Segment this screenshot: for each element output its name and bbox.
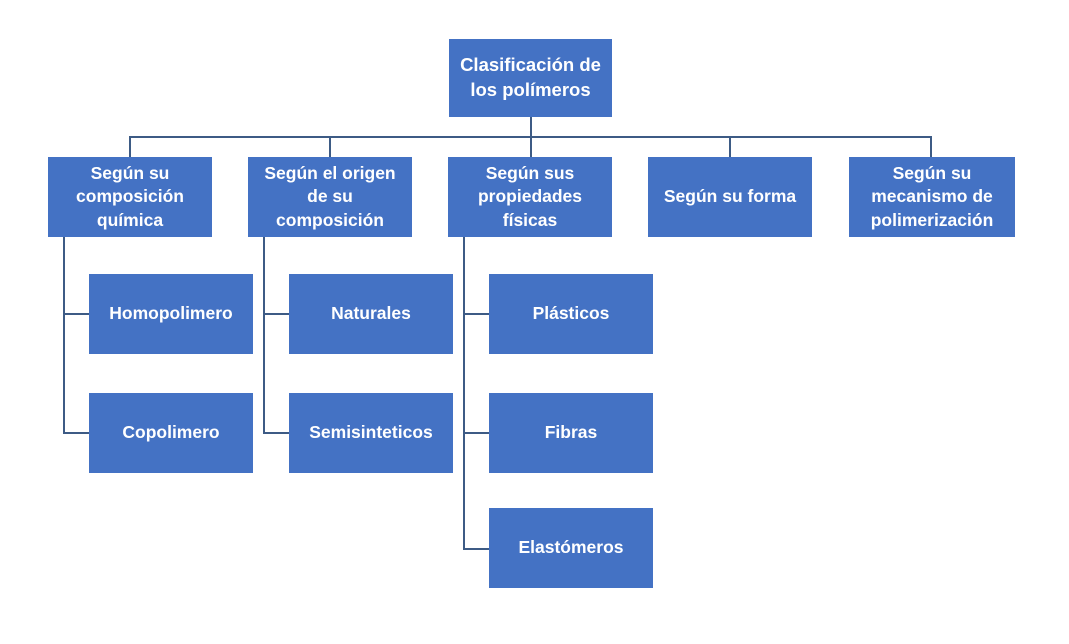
node-copolimero: Copolimero [89,393,253,473]
node-mecanismo-polimerizacion: Según su mecanismo de polimerización [849,157,1015,237]
connector-stub-fibras [463,432,489,434]
connector-stub-elastomeros [463,548,489,550]
connector-trunk-group-1 [63,237,65,433]
connector-drop-branch-1 [129,137,131,157]
connector-stub-semisinteticos [263,432,289,434]
node-fibras: Fibras [489,393,653,473]
node-root-clasificacion: Clasificación de los polímeros [449,39,612,117]
node-propiedades-fisicas: Según sus propiedades físicas [448,157,612,237]
node-origen-composicion: Según el origen de su composición [248,157,412,237]
connector-top-horizontal [129,136,932,138]
node-plasticos: Plásticos [489,274,653,354]
connector-drop-branch-5 [930,137,932,157]
connector-stub-copolimero [63,432,89,434]
connector-trunk-group-2 [263,237,265,433]
connector-trunk-group-3 [463,237,465,549]
connector-drop-branch-2 [329,137,331,157]
connector-stub-naturales [263,313,289,315]
connector-stub-plasticos [463,313,489,315]
node-elastomeros: Elastómeros [489,508,653,588]
node-naturales: Naturales [289,274,453,354]
connector-stub-homopolimero [63,313,89,315]
node-composicion-quimica: Según su composición química [48,157,212,237]
node-homopolimero: Homopolimero [89,274,253,354]
node-semisinteticos: Semisinteticos [289,393,453,473]
node-forma: Según su forma [648,157,812,237]
connector-drop-branch-4 [729,137,731,157]
